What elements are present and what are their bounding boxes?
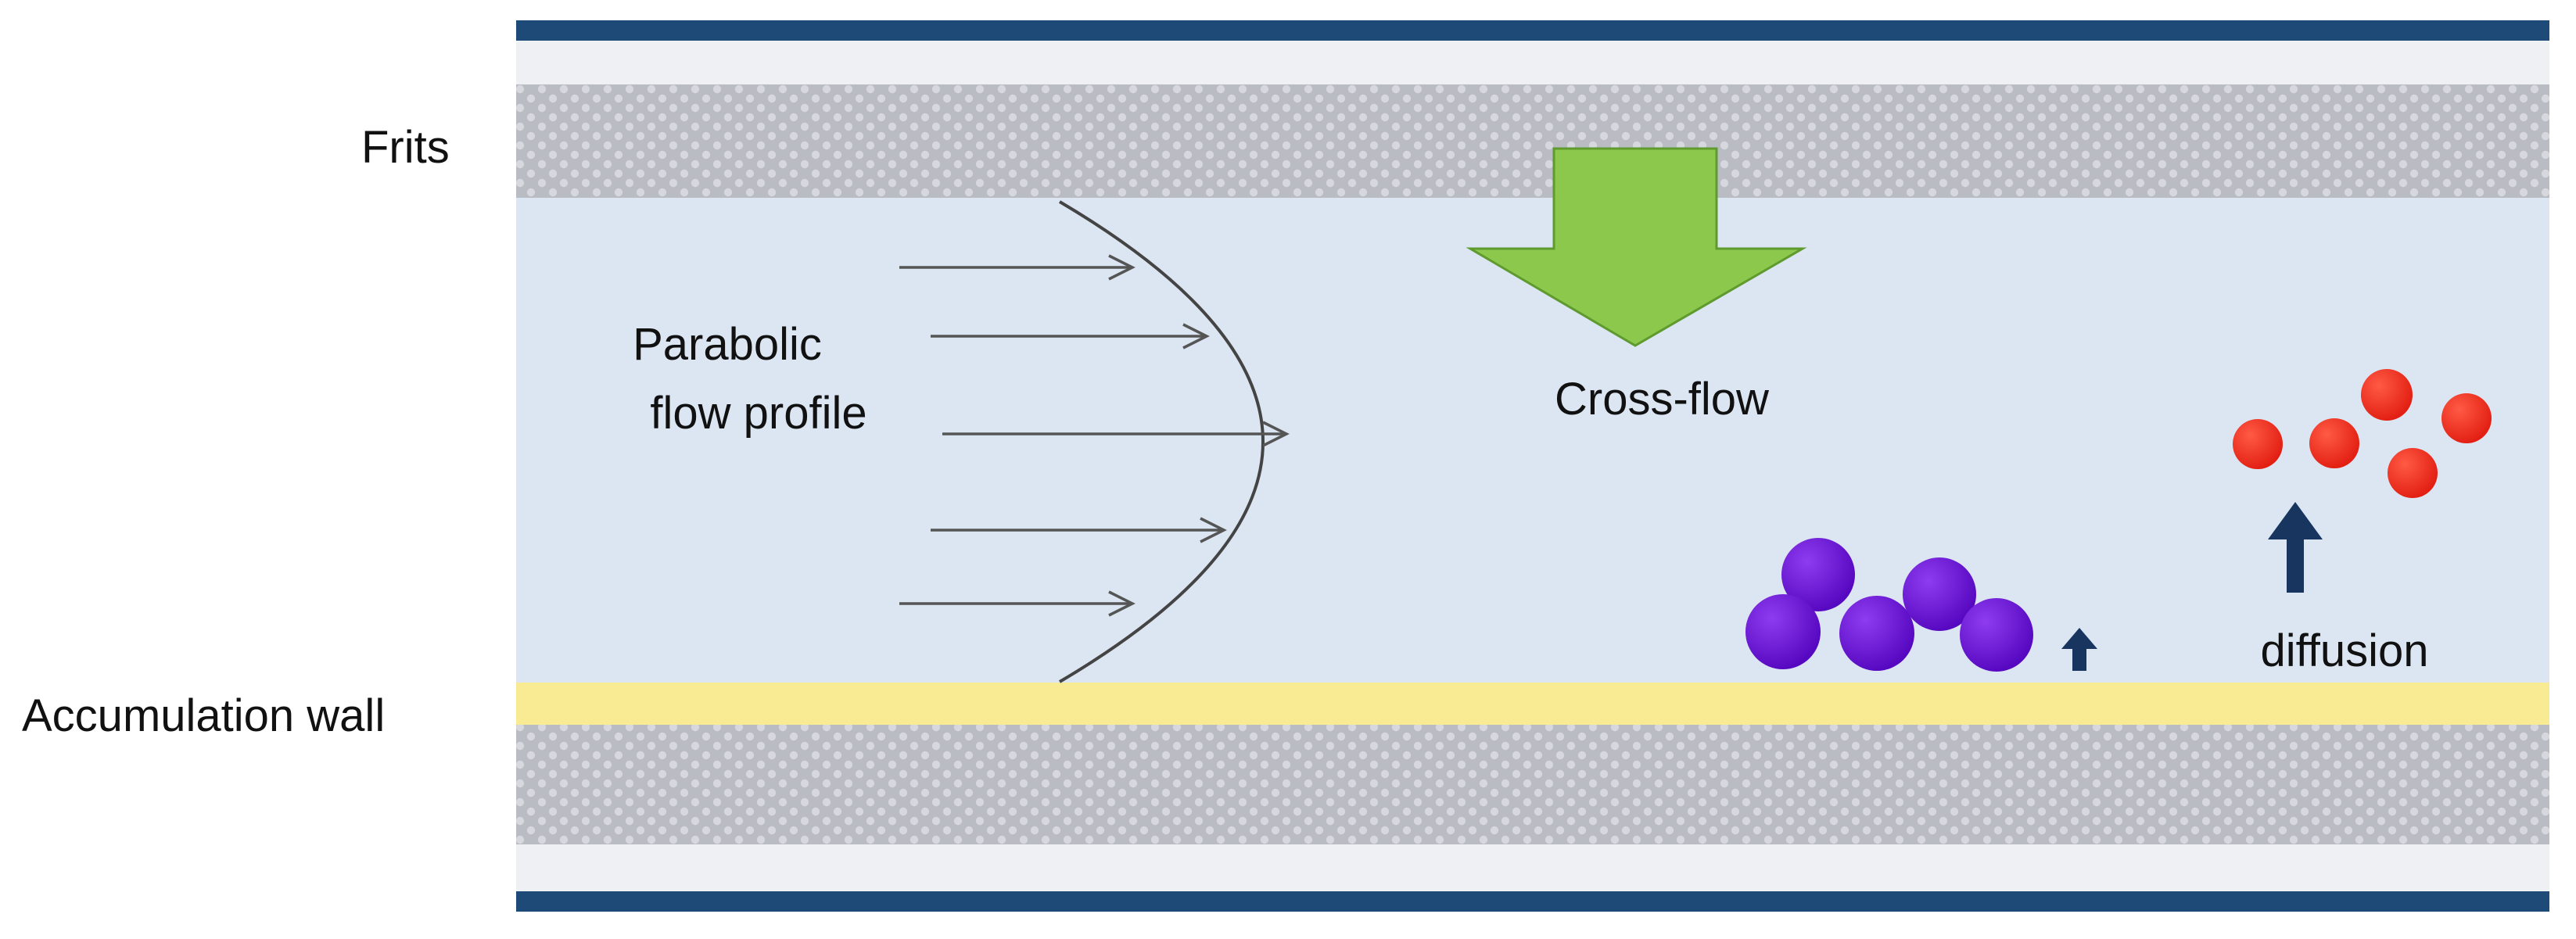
parabolic-label-line2: flow profile	[650, 388, 866, 439]
parabolic-profile-curve	[1058, 200, 1265, 683]
flow-arrow	[899, 590, 1136, 617]
large-particle	[1781, 538, 1855, 611]
bottom-gap	[516, 844, 2549, 891]
flow-arrow	[931, 517, 1227, 543]
flow-arrow	[942, 421, 1290, 447]
small-up-arrow-icon	[2061, 628, 2097, 671]
accumulation-wall-layer	[516, 683, 2549, 725]
flow-arrow	[931, 323, 1210, 349]
large-particles	[1745, 538, 2033, 672]
parabolic-label-line1: Parabolic	[633, 319, 822, 370]
large-particle	[1903, 557, 1976, 631]
diffusion-up-arrow-icon	[2268, 502, 2323, 593]
bottom-wall	[516, 891, 2549, 912]
small-particle	[2441, 393, 2492, 443]
small-particle	[2388, 448, 2438, 498]
cross-flow-label: Cross-flow	[1555, 374, 1770, 425]
diffusion-label: diffusion	[2261, 625, 2429, 676]
top-gap	[516, 41, 2549, 84]
large-particle	[1960, 598, 2033, 672]
small-particles	[2233, 369, 2492, 498]
flow-arrows	[899, 254, 1290, 617]
accumulation-wall-label: Accumulation wall	[22, 690, 385, 741]
cross-flow-down-arrow-icon	[1466, 147, 1807, 347]
large-particle	[1745, 594, 1821, 669]
small-particle	[2309, 418, 2359, 468]
flow-arrow	[899, 254, 1136, 281]
small-particle	[2233, 419, 2283, 469]
frits-label: Frits	[361, 122, 450, 173]
bottom-frit	[516, 725, 2549, 844]
top-wall	[516, 20, 2549, 41]
large-particle	[1839, 596, 1914, 671]
small-particle	[2361, 369, 2413, 421]
top-frit	[516, 84, 2549, 198]
